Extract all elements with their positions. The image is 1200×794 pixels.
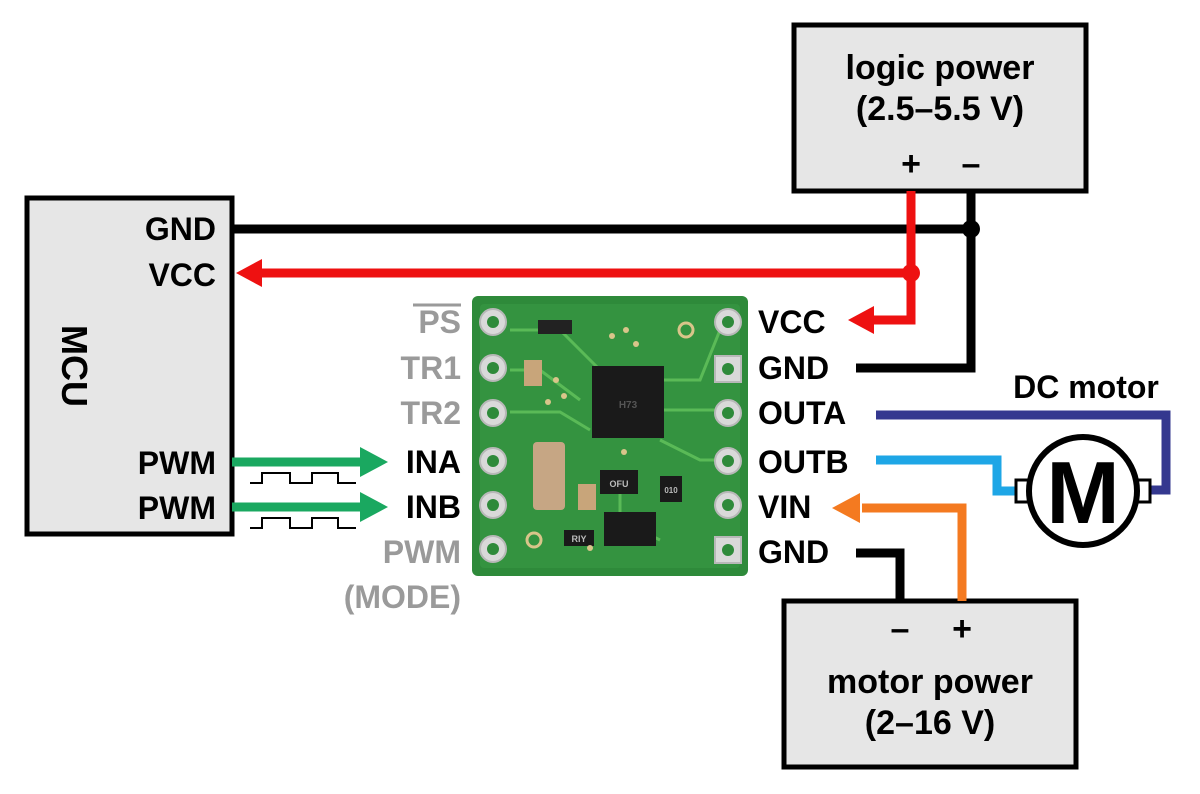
pwm-waveform-icon <box>250 472 356 484</box>
pin-label-gnd1: GND <box>758 350 829 386</box>
ina-arrow <box>360 447 388 477</box>
motor-power-range: (2–16 V) <box>865 704 995 742</box>
gnd-wire <box>232 191 976 373</box>
chip-marking: RIY <box>571 534 586 544</box>
pwm-waveform-icon <box>250 517 356 529</box>
chip-marking: OFU <box>610 479 629 489</box>
driver-ic <box>592 366 664 438</box>
chip-marking: 010 <box>664 486 678 495</box>
motor-power-plus: + <box>952 610 972 648</box>
pwm-wires <box>232 457 362 512</box>
logic-power-minus: – <box>962 145 981 183</box>
vcc-junction <box>902 264 920 282</box>
motor-power-title: motor power <box>827 663 1033 701</box>
vcc-arrow-board <box>848 306 874 334</box>
mcu-title: MCU <box>54 325 95 407</box>
pin-label-gnd2: GND <box>758 534 829 570</box>
outb-wire <box>876 455 1018 496</box>
mcu-vcc-label: VCC <box>148 257 216 293</box>
mcu-gnd-label: GND <box>145 211 216 247</box>
motor-label: DC motor <box>1013 369 1159 405</box>
pin-label-tr1: TR1 <box>401 350 461 386</box>
pin-label-outb: OUTB <box>758 444 849 480</box>
pin-label-inb: INB <box>406 489 461 525</box>
pin-label-outa: OUTA <box>758 395 846 431</box>
inb-arrow <box>360 492 388 522</box>
gnd-junction <box>962 220 980 238</box>
ic-marking: H73 <box>619 400 638 411</box>
dc-motor: M <box>1014 434 1152 548</box>
logic-power-title: logic power <box>846 49 1035 87</box>
motor-power-box: – + motor power (2–16 V) <box>781 598 1079 770</box>
pin-label-tr2: TR2 <box>401 395 461 431</box>
vin-wire <box>862 503 967 601</box>
vcc-wire <box>258 191 916 325</box>
motor-gnd-wire <box>856 548 905 601</box>
logic-power-range: (2.5–5.5 V) <box>856 90 1024 128</box>
pin-label-vcc: VCC <box>758 304 826 340</box>
pin-label-pwm: PWM <box>383 534 461 570</box>
pin-label-vin: VIN <box>758 489 811 525</box>
pin-label-ps: PS <box>418 304 461 340</box>
logic-power-plus: + <box>901 145 921 183</box>
motor-power-minus: – <box>891 610 910 648</box>
mcu-pwm1-label: PWM <box>138 445 216 481</box>
vin-arrow <box>832 493 860 523</box>
board-left-labels: PS TR1 TR2 INA INB PWM (MODE) <box>344 303 461 615</box>
logic-power-box: logic power (2.5–5.5 V) + – <box>791 22 1089 194</box>
vcc-arrow-mcu <box>236 259 262 287</box>
driver-board: H73 OFU 010 RIY <box>472 296 748 576</box>
board-right-labels: VCC GND OUTA OUTB VIN GND <box>758 304 849 570</box>
pin-label-ina: INA <box>406 444 461 480</box>
mcu-box: MCU GND VCC PWM PWM <box>24 195 235 537</box>
mcu-pwm2-label: PWM <box>138 490 216 526</box>
pin-label-mode: (MODE) <box>344 579 461 615</box>
motor-symbol: M <box>1046 443 1119 542</box>
outa-wire <box>876 410 1171 495</box>
